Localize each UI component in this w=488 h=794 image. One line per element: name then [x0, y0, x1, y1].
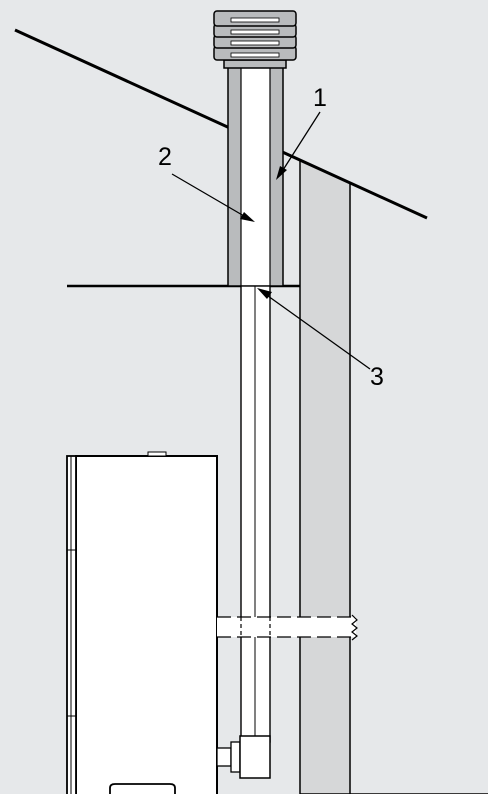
callout-3-label: 3 — [370, 363, 384, 391]
flue-adaptor — [216, 735, 271, 779]
vertical-flue-pipe — [240, 285, 271, 743]
flue-terminal-cap — [213, 10, 297, 69]
horizontal-flue-option — [217, 614, 358, 641]
callout-3: 3 — [257, 288, 384, 391]
concentric-flue-pipe — [227, 65, 284, 287]
callout-1-label: 1 — [313, 84, 327, 112]
callout-2-label: 2 — [158, 143, 172, 171]
callout-2: 2 — [158, 143, 255, 222]
callout-1: 1 — [276, 84, 327, 180]
boiler-appliance — [66, 451, 218, 794]
roof-line — [14, 28, 428, 220]
